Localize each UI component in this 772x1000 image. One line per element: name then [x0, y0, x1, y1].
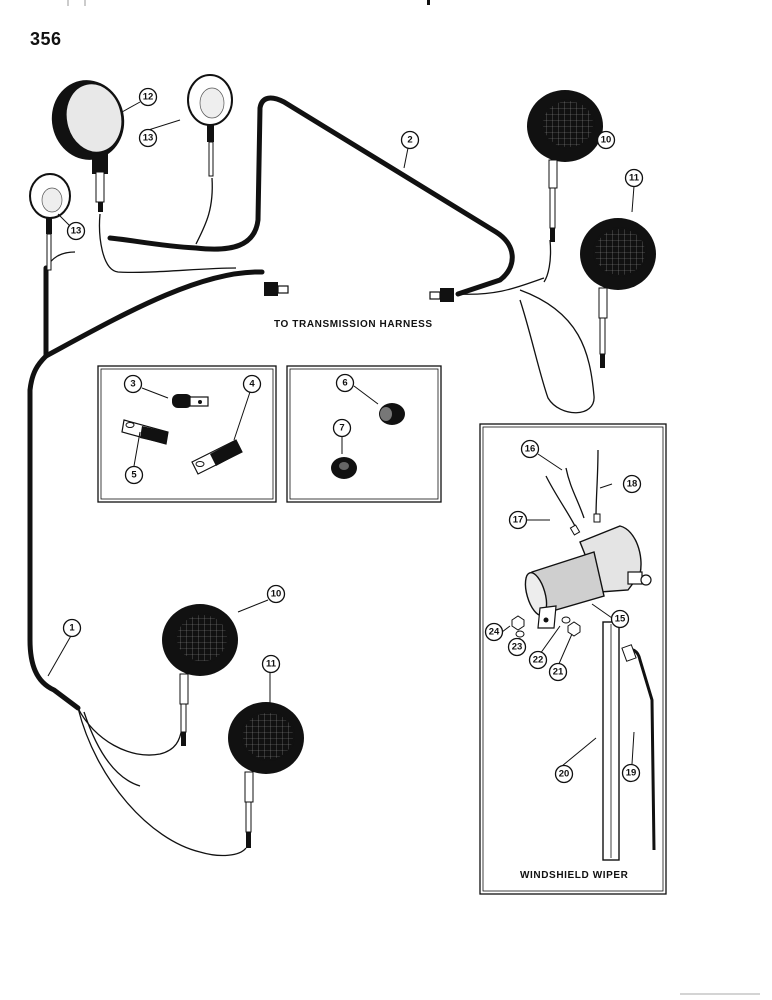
- callout-5: 5: [124, 465, 144, 485]
- callout-21: 21: [548, 662, 568, 682]
- svg-text:16: 16: [525, 444, 536, 455]
- part-20-wiper-blade: [602, 621, 620, 861]
- transmission-harness-label: TO TRANSMISSION HARNESS: [274, 319, 433, 330]
- page-number: 356: [30, 29, 62, 49]
- svg-text:20: 20: [559, 769, 570, 780]
- callout-24: 24: [484, 622, 504, 642]
- svg-text:11: 11: [266, 659, 277, 670]
- callout-17: 17: [508, 510, 528, 530]
- lamp-11-lower: [228, 702, 304, 848]
- svg-text:12: 12: [143, 92, 154, 103]
- hardware-nuts: [511, 615, 581, 638]
- callout-18: 18: [622, 474, 642, 494]
- callout-23: 23: [507, 637, 527, 657]
- lamp-10-lower: [162, 604, 238, 746]
- wiper-motor: [524, 525, 652, 629]
- svg-text:13: 13: [71, 226, 82, 237]
- leader-lines: [47, 101, 635, 767]
- callout-4: 4: [242, 374, 262, 394]
- svg-text:21: 21: [553, 667, 564, 678]
- callout-20: 20: [554, 764, 574, 784]
- windshield-wiper-label: WINDSHIELD WIPER: [520, 870, 629, 881]
- callout-1: 1: [62, 618, 82, 638]
- callout-13-upper: 13: [138, 128, 158, 148]
- wiper-box: [479, 423, 667, 895]
- svg-text:15: 15: [615, 614, 626, 625]
- svg-text:5: 5: [131, 470, 137, 481]
- svg-text:7: 7: [339, 423, 344, 434]
- harness-1: [27, 265, 289, 857]
- svg-text:10: 10: [601, 135, 612, 146]
- lamp-10-upper: [527, 90, 603, 242]
- callout-19: 19: [621, 763, 641, 783]
- svg-text:17: 17: [513, 515, 524, 526]
- svg-text:11: 11: [629, 173, 640, 184]
- callout-12: 12: [138, 87, 158, 107]
- part-6-grommet: [379, 403, 405, 425]
- svg-text:19: 19: [626, 768, 637, 779]
- callout-10-lower: 10: [266, 584, 286, 604]
- part-5-strap: [121, 419, 169, 445]
- callout-15: 15: [610, 609, 630, 629]
- svg-text:10: 10: [271, 589, 282, 600]
- lamp-13-left: [29, 173, 71, 271]
- svg-text:6: 6: [342, 378, 347, 389]
- connector-right: [429, 288, 454, 302]
- svg-text:2: 2: [407, 135, 412, 146]
- svg-text:24: 24: [489, 627, 500, 638]
- callout-10-upper: 10: [596, 130, 616, 150]
- svg-text:3: 3: [130, 379, 135, 390]
- lamp-12: [51, 80, 125, 212]
- svg-text:1: 1: [69, 623, 75, 634]
- svg-text:23: 23: [512, 642, 523, 653]
- callout-16: 16: [520, 439, 540, 459]
- lamp-13-upper: [187, 74, 233, 177]
- svg-text:18: 18: [627, 479, 638, 490]
- callout-2: 2: [400, 130, 420, 150]
- callout-6: 6: [335, 373, 355, 393]
- connector-left: [264, 282, 289, 296]
- callout-22: 22: [528, 650, 548, 670]
- part-4-strap: [191, 439, 243, 475]
- callout-3: 3: [123, 374, 143, 394]
- part-7-grommet: [331, 457, 357, 479]
- svg-text:22: 22: [533, 655, 544, 666]
- lamp-11-upper: [580, 218, 656, 368]
- page-top-marks: [67, 0, 430, 6]
- callout-13-left: 13: [66, 221, 86, 241]
- callout-7: 7: [332, 418, 352, 438]
- part-19-wiper-arm: [621, 644, 656, 851]
- callout-11-upper: 11: [624, 168, 644, 188]
- inset-grommets: [286, 365, 442, 503]
- svg-text:13: 13: [143, 133, 154, 144]
- part-3-clip: [172, 394, 209, 408]
- callout-11-lower: 11: [261, 654, 281, 674]
- svg-text:4: 4: [249, 379, 255, 390]
